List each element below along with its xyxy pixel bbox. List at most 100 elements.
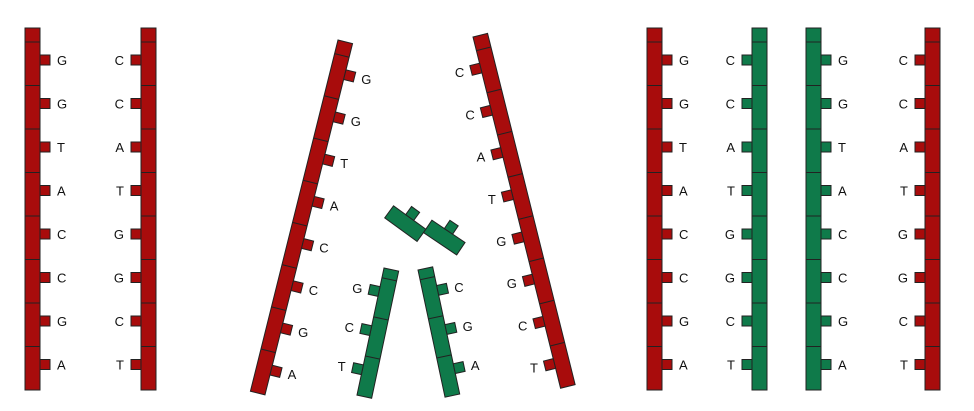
base-tooth: [914, 141, 926, 153]
base-label-c: C: [838, 271, 847, 286]
base-tooth: [741, 185, 753, 196]
fork-left-parent-strand-backbone: [249, 39, 354, 396]
base-tooth: [741, 98, 753, 109]
base-tooth: [350, 362, 365, 376]
base-label-a: A: [57, 358, 66, 373]
base-tooth: [332, 111, 346, 125]
base-tooth: [820, 98, 832, 109]
fork-new-strand-right-segment-divider: [428, 315, 444, 320]
base-tooth: [39, 185, 51, 196]
base-tooth: [914, 185, 926, 196]
base-tooth: [39, 359, 51, 370]
base-tooth: [500, 189, 515, 203]
original-left-strand-backbone: [24, 27, 41, 391]
base-label-t: T: [900, 358, 908, 373]
base-label-g: G: [463, 319, 473, 334]
base-label-g: G: [57, 97, 67, 112]
base-label-g: G: [57, 314, 67, 329]
fork-new-strand-left-segment-divider: [381, 277, 397, 282]
base-tooth: [342, 69, 357, 83]
base-label-a: A: [838, 184, 847, 199]
base-tooth: [820, 141, 832, 153]
base-label-g: G: [361, 72, 371, 87]
base-label-g: G: [114, 227, 124, 242]
base-label-a: A: [288, 367, 297, 382]
base-tooth: [741, 228, 753, 240]
daughter2-new-strand-backbone: [805, 27, 822, 391]
base-label-a: A: [679, 358, 688, 373]
base-tooth: [511, 231, 525, 245]
base-tooth: [532, 315, 546, 330]
base-label-t: T: [488, 192, 496, 207]
base-tooth: [367, 283, 381, 297]
base-tooth: [444, 321, 458, 335]
base-tooth: [130, 228, 142, 240]
base-label-g: G: [57, 53, 67, 68]
base-tooth: [479, 104, 494, 119]
base-label-g: G: [725, 227, 735, 242]
base-label-g: G: [838, 314, 848, 329]
base-tooth: [39, 228, 51, 240]
base-label-c: C: [345, 320, 354, 335]
fork-right-parent-strand-segment-divider: [549, 341, 565, 347]
base-label-g: G: [898, 227, 908, 242]
base-label-c: C: [455, 65, 464, 80]
base-tooth: [130, 141, 142, 153]
base-label-t: T: [900, 184, 908, 199]
base-label-c: C: [679, 227, 688, 242]
base-label-g: G: [679, 53, 689, 68]
fork-left-parent-strand-segment-divider: [271, 306, 287, 311]
fork-left-parent-strand-segment-divider: [281, 264, 297, 269]
base-tooth: [820, 315, 832, 327]
fork-left-parent-strand-segment-divider: [323, 95, 339, 100]
base-label-g: G: [679, 314, 689, 329]
base-tooth: [820, 228, 832, 240]
base-label-g: G: [114, 271, 124, 286]
free-nucleotide-right: [422, 219, 466, 256]
fork-right-parent-strand-segment-divider: [539, 299, 555, 305]
base-tooth: [490, 147, 504, 161]
base-label-t: T: [838, 140, 846, 155]
base-label-c: C: [319, 241, 328, 256]
base-tooth: [661, 54, 673, 66]
base-tooth: [39, 98, 51, 109]
nucleotide-backbone: [422, 219, 466, 256]
base-tooth: [452, 361, 466, 375]
base-tooth: [130, 185, 142, 196]
base-label-c: C: [726, 53, 735, 68]
base-label-t: T: [679, 140, 687, 155]
fork-right-parent-strand-segment-divider: [507, 173, 523, 178]
base-label-c: C: [465, 107, 474, 122]
fork-right-parent-strand-segment-divider: [518, 215, 534, 220]
base-label-c: C: [115, 97, 124, 112]
base-label-t: T: [727, 184, 735, 199]
base-label-c: C: [899, 53, 908, 68]
base-label-a: A: [57, 184, 66, 199]
fork-new-strand-left-segment-divider: [373, 316, 389, 321]
free-nucleotide-left: [384, 205, 427, 243]
base-label-c: C: [57, 271, 66, 286]
daughter1-parent-strand-backbone: [646, 27, 663, 391]
base-label-g: G: [352, 281, 362, 296]
base-label-g: G: [351, 114, 361, 129]
base-tooth: [820, 54, 832, 66]
base-label-c: C: [115, 314, 124, 329]
base-label-t: T: [727, 358, 735, 373]
base-tooth: [130, 272, 142, 283]
base-tooth: [914, 359, 926, 370]
base-tooth: [39, 54, 51, 66]
base-label-a: A: [477, 150, 486, 165]
base-label-g: G: [898, 271, 908, 286]
base-label-c: C: [115, 53, 124, 68]
base-label-c: C: [726, 314, 735, 329]
base-label-c: C: [454, 280, 463, 295]
base-tooth: [130, 54, 142, 66]
base-tooth: [820, 359, 832, 370]
